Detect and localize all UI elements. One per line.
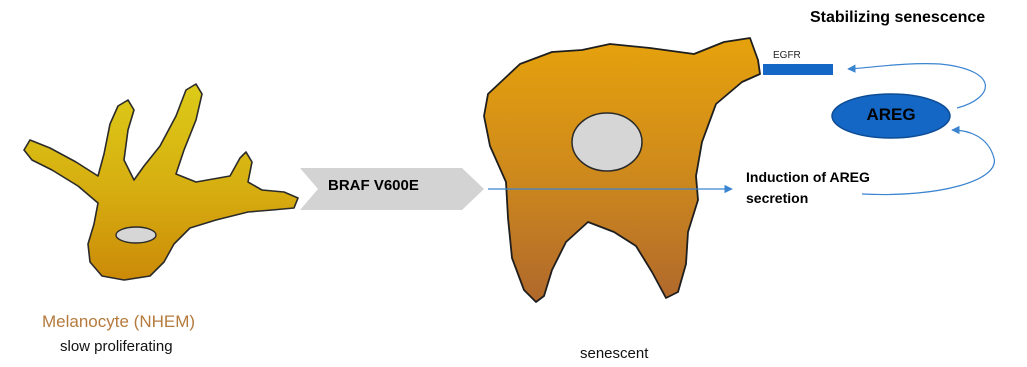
melanocyte-state-label: slow proliferating xyxy=(60,338,173,355)
egfr-receptor-bar xyxy=(763,64,833,75)
induction-label: Induction of AREG secretion xyxy=(746,167,870,209)
induction-line-2: secretion xyxy=(746,188,870,209)
senescent-cell xyxy=(484,38,760,302)
melanocyte-cell xyxy=(24,84,298,280)
melanocyte-nucleus xyxy=(116,227,156,243)
melanocyte-label: Melanocyte (NHEM) xyxy=(42,312,195,332)
braf-label: BRAF V600E xyxy=(328,177,419,194)
diagram-title: Stabilizing senescence xyxy=(810,9,985,27)
senescent-label: senescent xyxy=(580,345,648,362)
feedback-arrow-to-areg xyxy=(862,130,994,195)
areg-label: AREG xyxy=(843,105,939,125)
senescent-nucleus xyxy=(572,113,642,171)
induction-line-1: Induction of AREG xyxy=(746,167,870,188)
egfr-label: EGFR xyxy=(773,50,801,61)
